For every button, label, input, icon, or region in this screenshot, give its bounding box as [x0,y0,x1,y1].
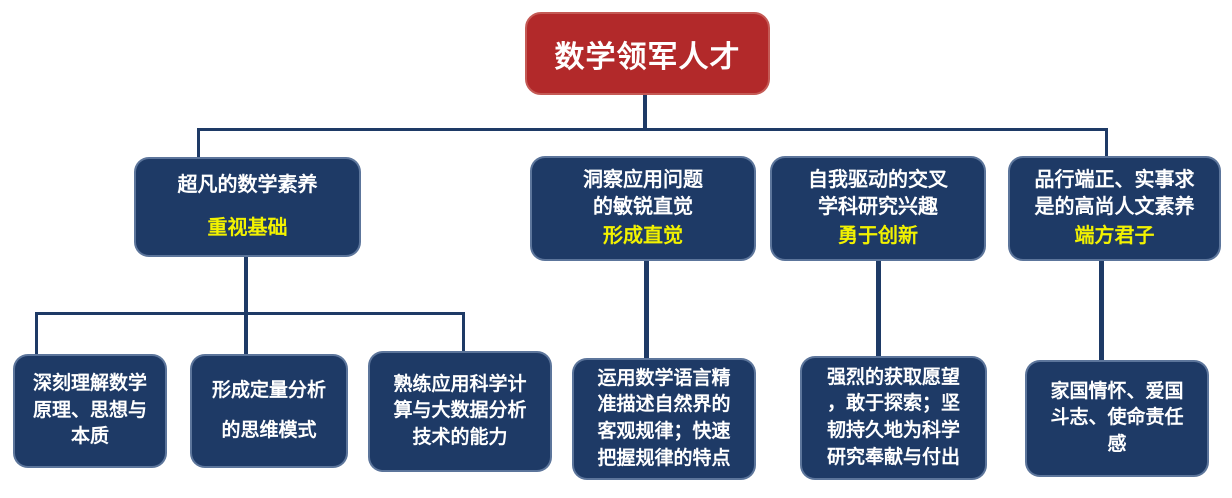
connector-drop-branch1 [197,130,200,158]
connector-drop-leaf1 [35,314,38,355]
connector-root-stem [643,94,647,130]
leaf-node-exploration-desire: 强烈的获取愿望 ，敢于探索；坚 韧持久地为科学 研究奉献与付出 [800,356,987,480]
leaf-node-scientific-computing: 熟练应用科学计 算与大数据分析 技术的能力 [368,351,552,472]
connector-branch1-stem [244,256,248,355]
leaf-node-math-language: 运用数学语言精 准描述自然界的 客观规律；快速 把握规律的特点 [572,358,756,480]
connector-branch3-stem [876,259,881,357]
leaf-node-quantitative-thinking: 形成定量分析 的思维模式 [190,354,348,468]
leaf-label: 形成定量分析 的思维模式 [211,380,326,441]
leaf-label: 运用数学语言精 准描述自然界的 客观规律；快速 把握规律的特点 [597,367,731,469]
branch-title: 自我驱动的交叉 学科研究兴趣 [808,169,948,218]
connector-drop-branch4 [1105,130,1108,158]
branch-node-intuition: 洞察应用问题 的敏锐直觉 形成直觉 [530,156,756,261]
branch-title: 品行端正、实事求 是的高尚人文素养 [1034,169,1195,218]
branch-title: 洞察应用问题 的敏锐直觉 [583,169,703,218]
branch-node-character: 品行端正、实事求 是的高尚人文素养 端方君子 [1008,156,1221,261]
leaf-label: 强烈的获取愿望 ，敢于探索；坚 韧持久地为科学 研究奉献与付出 [826,366,960,468]
connector-branch2-stem [644,259,649,359]
branch-node-math-literacy: 超凡的数学素养 重视基础 [134,157,361,257]
connector-level1-horizontal [197,128,1108,131]
root-node: 数学领军人才 [525,12,770,95]
branch-tagline: 端方君子 [1074,225,1155,247]
leaf-label: 熟练应用科学计 算与大数据分析 技术的能力 [393,373,527,448]
connector-level2-horizontal [35,312,465,315]
leaf-node-math-principles: 深刻理解数学 原理、思想与 本质 [13,354,167,468]
leaf-label: 家国情怀、爱国 斗志、使命责任 感 [1050,380,1184,455]
branch-tagline: 勇于创新 [838,225,918,247]
root-label: 数学领军人才 [554,40,741,74]
branch-tagline: 重视基础 [207,217,288,239]
leaf-label: 深刻理解数学 原理、思想与 本质 [32,373,147,448]
connector-branch4-stem [1099,259,1104,361]
branch-tagline: 形成直觉 [603,225,683,247]
branch-node-interdisciplinary: 自我驱动的交叉 学科研究兴趣 勇于创新 [770,156,986,261]
leaf-node-patriotism: 家国情怀、爱国 斗志、使命责任 感 [1025,360,1209,477]
branch-title: 超凡的数学素养 [177,174,318,196]
connector-drop-leaf3 [462,314,465,352]
